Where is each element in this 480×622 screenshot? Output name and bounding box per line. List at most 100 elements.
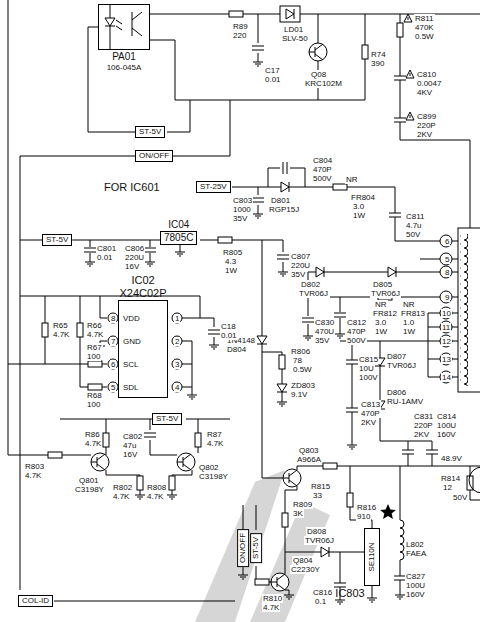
component-label: R68: [86, 391, 103, 400]
component-label: 16V: [122, 450, 138, 459]
component-label: 1: [174, 314, 180, 323]
component-label: 13: [441, 355, 452, 364]
component-label: 7: [110, 337, 116, 346]
component-label: C801: [96, 244, 117, 253]
component-label: 10: [441, 309, 452, 318]
node-text: ST-25V: [200, 182, 227, 191]
component-label: 3: [174, 360, 180, 369]
star-mark: [380, 504, 396, 519]
component-label: C802: [122, 432, 143, 441]
component-label: SDL: [122, 383, 140, 392]
component-label: 4.7K: [52, 330, 70, 339]
component-label: C815: [358, 355, 379, 364]
component-label: ZD803: [290, 381, 316, 390]
component-label: 9: [444, 293, 450, 302]
component-label: 5: [444, 255, 450, 264]
component-label: RGP15J: [268, 205, 300, 214]
node-text: ST-5V: [251, 537, 260, 559]
component-label: FOR IC601: [103, 181, 161, 194]
component-label: 1W: [352, 211, 366, 220]
node-text: ST-5V: [46, 235, 68, 244]
component-label: 500V: [312, 174, 333, 183]
component-label: C807: [290, 252, 311, 261]
text-group: PA01106-045A: [107, 51, 142, 73]
component-label: C803: [232, 196, 253, 205]
component-label: 0.5W: [414, 32, 435, 41]
component-label: 0.01: [96, 253, 114, 262]
component-label: C804: [312, 156, 333, 165]
component-label: 1.0: [402, 318, 415, 327]
component-label: 12: [442, 483, 453, 492]
component-label: TVR06J: [298, 289, 329, 298]
component-label: D806: [386, 388, 407, 397]
component-label: 100: [86, 400, 101, 409]
component-label: 390: [370, 59, 385, 68]
watermark: [195, 470, 330, 622]
component-label: 0.1: [314, 597, 327, 606]
diode-symbols: [257, 6, 396, 557]
component-label: 50V: [405, 230, 421, 239]
wires: [8, 0, 480, 601]
component-label: 2KV: [360, 418, 377, 427]
wire-connector: [72, 240, 160, 241]
component-label: C827: [405, 572, 426, 581]
component-label: 4.7u: [405, 221, 423, 230]
component-label: NR: [345, 175, 359, 184]
component-label: 6: [110, 360, 116, 369]
component-label: FR812: [372, 309, 398, 318]
component-label: R67: [86, 343, 103, 352]
component-label: 1W: [224, 266, 238, 275]
component-label: 1000: [232, 205, 252, 214]
component-label: 220U: [290, 261, 311, 270]
node-text: ON/OFF: [139, 151, 169, 160]
component-label: C816: [312, 588, 333, 597]
component-label: 2: [174, 337, 180, 346]
regulator-ic: SE110NIC803: [364, 528, 380, 586]
component-label: C814: [436, 412, 457, 421]
component-label: D807: [386, 352, 407, 361]
component-label: FAEA: [405, 549, 427, 558]
component-label: TVR06J: [386, 361, 417, 370]
component-label: 78: [292, 356, 303, 365]
component-label: 2KV: [413, 430, 430, 439]
component-label: 100U: [405, 581, 426, 590]
component-label: R809: [292, 500, 313, 509]
capacitor-symbols: [84, 46, 438, 587]
component-label: 4.7K: [206, 439, 224, 448]
component-label: NR: [402, 300, 416, 309]
component-label: C3198Y: [74, 485, 105, 494]
component-label: 0.0047: [416, 79, 442, 88]
component-label: VDD: [122, 314, 141, 323]
component-label: 14: [441, 373, 452, 382]
component-label: 470P: [312, 165, 333, 174]
component-label: 4.7K: [262, 603, 280, 612]
component-label: 4: [174, 383, 180, 392]
component-label: 5: [110, 383, 116, 392]
resistor-symbols: [42, 11, 473, 585]
component-label: 4.7K: [24, 471, 42, 480]
component-label: C3198Y: [198, 472, 229, 481]
node-text: X24C02P: [119, 287, 166, 300]
component-label: C17: [264, 66, 281, 75]
component-label: 100U: [436, 421, 457, 430]
component-label: 100: [86, 352, 101, 361]
component-label: R89: [232, 22, 249, 31]
component-label: 4.7K: [84, 439, 102, 448]
regulator-ic: IC047805C: [160, 231, 197, 245]
component-label: 220P: [416, 121, 437, 130]
component-label: 4.7K: [112, 492, 130, 501]
component-label: 0.5W: [292, 365, 313, 374]
component-label: C899: [416, 112, 437, 121]
component-label: LD01: [283, 25, 304, 34]
component-label: R816: [356, 503, 377, 512]
component-label: C811: [405, 212, 426, 221]
node-text: 7805C: [164, 232, 193, 243]
component-label: 2KV: [416, 130, 433, 139]
component-label: 0.01: [264, 75, 282, 84]
component-label: D801: [270, 196, 291, 205]
component-label: Q08: [310, 70, 327, 79]
component-label: 48.9V: [440, 454, 463, 463]
component-label: C2230Y: [290, 565, 321, 574]
component-label: 35V: [232, 214, 248, 223]
component-label: 4.3: [224, 257, 237, 266]
